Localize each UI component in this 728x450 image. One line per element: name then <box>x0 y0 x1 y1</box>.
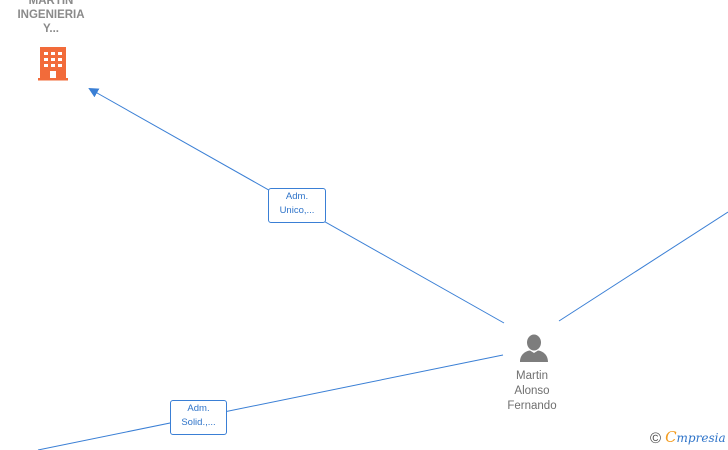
building-icon[interactable] <box>38 47 68 81</box>
edge-label-adm-solid[interactable]: Adm. Solid.,... <box>170 400 227 435</box>
brand-initial: C <box>665 428 677 446</box>
brand-name: mpresia <box>676 431 726 445</box>
copyright-icon: © <box>650 429 662 447</box>
edge-line-offscreen-right[interactable] <box>558 211 728 322</box>
company-node-label[interactable]: MARTIN INGENIERIA Y... <box>17 0 85 35</box>
edge-label-adm-unico[interactable]: Adm. Unico,... <box>268 188 326 223</box>
brand-logo: Cmpresia <box>665 430 726 446</box>
edge-line-adm-solid[interactable] <box>37 354 504 450</box>
empresia-watermark: © Cmpresia <box>650 430 726 446</box>
person-node-label[interactable]: Martin Alonso Fernando <box>507 370 557 412</box>
person-icon[interactable] <box>520 334 548 363</box>
